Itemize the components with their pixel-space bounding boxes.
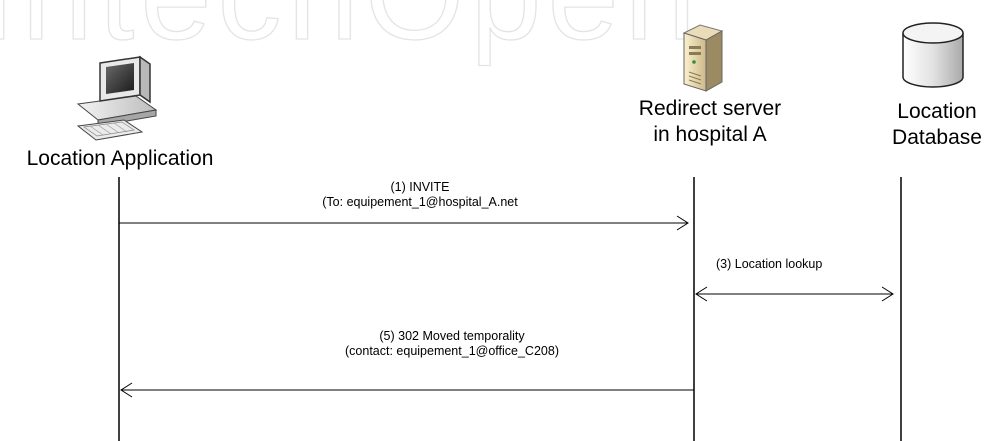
message-label-moved-temporarily: (5) 302 Moved temporality (contact: equi…	[302, 329, 602, 359]
desktop-computer-icon	[76, 55, 158, 141]
actor-name-line2: Database	[892, 126, 982, 149]
message-line2: (contact: equipement_1@office_C208)	[345, 344, 559, 358]
database-cylinder-icon	[902, 22, 964, 88]
actor-label-location-database: Location Database	[880, 99, 994, 151]
message-label-invite: (1) INVITE (To: equipement_1@hospital_A.…	[270, 180, 570, 210]
watermark-text: IntechOpen	[0, 0, 994, 69]
actor-name: Location Application	[26, 147, 214, 170]
message-line2: (To: equipement_1@hospital_A.net	[322, 195, 518, 209]
message-line1: (1) INVITE	[390, 180, 450, 194]
actor-label-redirect-server: Redirect server in hospital A	[610, 96, 810, 148]
arrow-moved-temporarily	[120, 382, 694, 398]
server-tower-icon	[682, 24, 724, 92]
actor-name-line1: Location	[897, 100, 977, 123]
arrow-invite	[119, 215, 689, 231]
message-line1: (5) 302 Moved temporality	[379, 329, 525, 343]
message-label-location-lookup: (3) Location lookup	[716, 257, 856, 272]
actor-label-location-application: Location Application	[0, 146, 240, 172]
actor-name-line1: Redirect server	[638, 97, 782, 120]
actor-name-line2: in hospital A	[653, 123, 767, 146]
arrow-location-lookup	[695, 286, 894, 302]
message-line1: (3) Location lookup	[716, 257, 823, 271]
